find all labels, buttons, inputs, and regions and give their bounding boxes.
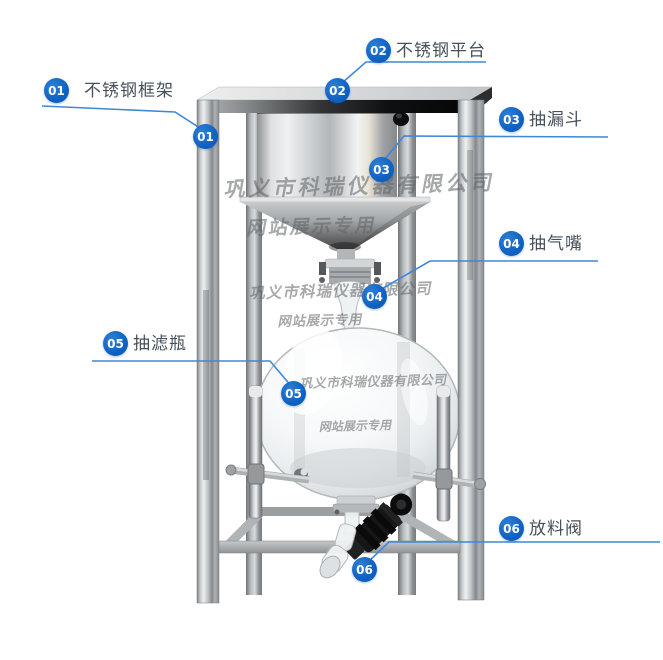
leader-line-02 bbox=[341, 61, 486, 84]
callout-label-06: 放料阀 bbox=[529, 519, 583, 539]
vacuum-nozzle-joint bbox=[319, 249, 381, 333]
callout-badge-03: 03 bbox=[499, 107, 524, 132]
drain-valve bbox=[319, 493, 413, 579]
callout-label-05: 抽滤瓶 bbox=[133, 334, 187, 354]
leader-line-06 bbox=[366, 541, 660, 564]
callout-badge-02: 02 bbox=[366, 38, 391, 63]
callout-badge-05: 05 bbox=[103, 331, 128, 356]
frame-front-legs bbox=[196, 99, 485, 604]
callout-badge-04: 04 bbox=[499, 231, 524, 256]
leader-line-05 bbox=[92, 360, 293, 388]
callout-marker-03: 03 bbox=[369, 157, 394, 182]
callout-marker-01: 01 bbox=[193, 124, 218, 149]
callout-marker-04: 04 bbox=[362, 284, 387, 309]
callout-marker-05: 05 bbox=[281, 381, 306, 406]
callout-label-03: 抽漏斗 bbox=[529, 110, 583, 130]
support-rods bbox=[225, 385, 486, 522]
leader-line-01 bbox=[41, 105, 201, 129]
callout-marker-02: 02 bbox=[325, 78, 350, 103]
callout-label-01: 不锈钢框架 bbox=[84, 81, 174, 101]
callout-badge-06: 06 bbox=[499, 516, 524, 541]
callout-label-02: 不锈钢平台 bbox=[396, 41, 486, 61]
callout-label-04: 抽气嘴 bbox=[529, 234, 583, 254]
callout-badge-01: 01 bbox=[44, 78, 69, 103]
leader-line-03 bbox=[383, 135, 609, 161]
callout-marker-06: 06 bbox=[352, 557, 377, 582]
leader-line-04 bbox=[377, 260, 598, 292]
